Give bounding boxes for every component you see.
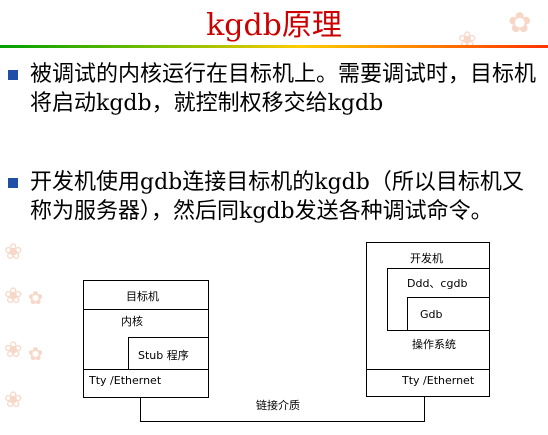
divider (407, 297, 408, 330)
decorative-glyph: ❀ (4, 388, 23, 413)
host-machine-box (366, 242, 490, 397)
decorative-glyph: ✿ (508, 6, 532, 39)
host-machine-label: 开发机 (410, 252, 443, 265)
target-tty-label: Tty /Ethernet (89, 374, 162, 387)
divider (83, 369, 209, 370)
decorative-glyph: ✿ (28, 344, 44, 365)
os-label: 操作系统 (412, 338, 456, 351)
stub-program-box (128, 337, 209, 370)
slide-title: kgdb原理 (206, 8, 342, 43)
link-connector (140, 397, 141, 421)
gdb-label: Gdb (420, 308, 443, 321)
title-underline (0, 45, 548, 48)
stub-program-label: Stub 程序 (138, 349, 189, 362)
bullet-marker (8, 70, 18, 80)
divider (407, 297, 490, 298)
ddd-cgdb-label: Ddd、cgdb (407, 277, 468, 290)
divider (387, 268, 490, 269)
bullet-marker (8, 178, 18, 188)
link-medium-label: 链接介质 (256, 399, 300, 412)
bullet-text-2: 开发机使用gdb连接目标机的kgdb（所以目标机又称为服务器），然后同kgdb发… (30, 170, 524, 224)
divider (83, 309, 209, 310)
divider (366, 369, 490, 370)
link-connector (140, 421, 425, 422)
divider (387, 268, 388, 330)
decorative-glyph: ✿ (28, 288, 44, 309)
divider (387, 330, 490, 331)
decorative-glyph: ❀ (4, 338, 23, 363)
host-tty-label: Tty /Ethernet (402, 374, 475, 387)
link-connector (424, 396, 425, 421)
kernel-label: 内核 (121, 315, 143, 328)
bullet-text-1: 被调试的内核运行在目标机上。需要调试时，目标机将启动kgdb，就控制权移交给kg… (30, 62, 537, 116)
decorative-glyph: ❀ (4, 240, 23, 265)
decorative-glyph: ❀ (4, 284, 23, 309)
target-machine-label: 目标机 (126, 290, 159, 303)
